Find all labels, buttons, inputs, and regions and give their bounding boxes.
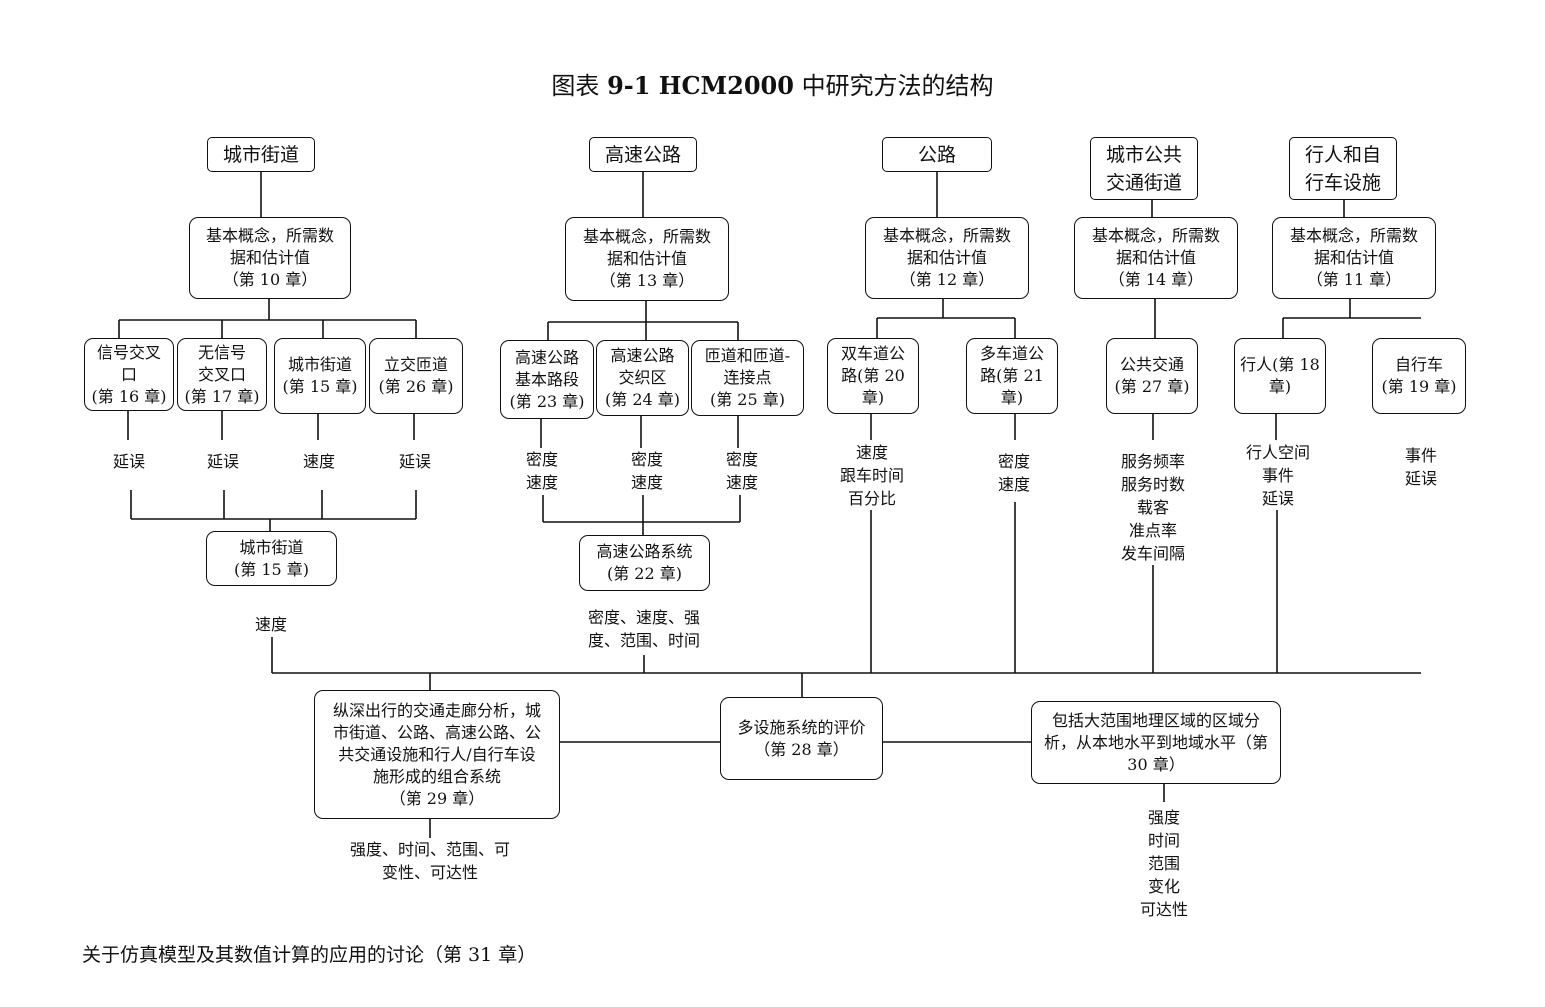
box-transit: 城市公共 交通街道	[1090, 137, 1198, 200]
label-freeway-system-measures: 密度、速度、强 度、范围、时间	[574, 606, 714, 652]
title-figure-number: 9-1 HCM2000	[607, 71, 794, 100]
label-urban-system-measures: 速度	[240, 613, 302, 636]
box-freeways: 高速公路	[589, 137, 697, 172]
label-interchange-measures: 延误	[384, 450, 446, 473]
diagram-title: 图表 9-1 HCM2000 中研究方法的结构	[551, 71, 994, 100]
label-weaving-measures: 密度 速度	[616, 448, 678, 494]
box-urban-street-system: 城市街道 (第 15 章)	[206, 531, 337, 586]
box-corridor-analysis: 纵深出行的交通走廊分析，城 市街道、公路、高速公路、公 共交通设施和行人/自行车…	[314, 690, 560, 819]
box-concept-ch10: 基本概念，所需数 据和估计值 （第 10 章）	[189, 217, 351, 299]
label-corridor-measures: 强度、时间、范围、可 变性、可达性	[330, 838, 530, 884]
box-urban-streets: 城市街道	[207, 137, 315, 172]
box-bicycle-ch19: 自行车 (第 19 章)	[1372, 338, 1466, 414]
box-two-lane-highway: 双车道公 路(第 20 章)	[827, 338, 919, 414]
label-unsignal-measures: 延误	[192, 450, 254, 473]
label-urban-street-measures: 速度	[288, 450, 350, 473]
label-two-lane-measures: 速度 跟车时间 百分比	[826, 441, 918, 510]
box-interchange-ramp: 立交匝道 (第 26 章)	[369, 338, 463, 414]
label-ramps-measures: 密度 速度	[711, 448, 773, 494]
label-areawide-measures: 强度 时间 范围 变化 可达性	[1124, 806, 1204, 921]
box-highways: 公路	[882, 137, 992, 172]
label-basic-segment-measures: 密度 速度	[511, 448, 573, 494]
box-urban-street-ch15: 城市街道 (第 15 章)	[274, 338, 366, 414]
label-signal-measures: 延误	[98, 450, 160, 473]
label-pedestrian-measures: 行人空间 事件 延误	[1238, 441, 1318, 510]
box-concept-ch12: 基本概念，所需数 据和估计值 （第 12 章）	[865, 217, 1029, 299]
box-signalized-intersection: 信号交叉 口 (第 16 章)	[84, 338, 174, 411]
box-concept-ch13: 基本概念，所需数 据和估计值 （第 13 章）	[565, 217, 729, 301]
box-multi-facility: 多设施系统的评价 （第 28 章）	[720, 697, 883, 780]
label-multilane-measures: 密度 速度	[983, 450, 1045, 496]
label-bicycle-measures: 事件 延误	[1390, 444, 1452, 490]
box-ramps-junctions: 匝道和匝道- 连接点 (第 25 章)	[691, 340, 804, 416]
box-pedestrian-ch18: 行人(第 18 章)	[1234, 338, 1326, 414]
box-unsignalized-intersection: 无信号 交叉口 (第 17 章)	[177, 338, 267, 411]
box-freeway-weaving: 高速公路 交织区 (第 24 章)	[596, 340, 689, 416]
footer-note: 关于仿真模型及其数值计算的应用的讨论（第 31 章）	[82, 944, 537, 966]
box-freeway-system: 高速公路系统 (第 22 章)	[579, 535, 710, 591]
box-ped-bike: 行人和自 行车设施	[1289, 137, 1397, 200]
box-concept-ch14: 基本概念，所需数 据和估计值 （第 14 章）	[1074, 217, 1238, 299]
box-transit-ch27: 公共交通 (第 27 章)	[1106, 338, 1198, 414]
box-multilane-highway: 多车道公 路(第 21 章)	[966, 338, 1058, 414]
box-freeway-basic-segment: 高速公路 基本路段 (第 23 章)	[500, 340, 594, 419]
box-concept-ch11: 基本概念，所需数 据和估计值 （第 11 章）	[1272, 217, 1436, 299]
box-areawide-analysis: 包括大范围地理区域的区域分 析，从本地水平到地域水平（第 30 章）	[1031, 701, 1281, 784]
label-transit-measures: 服务频率 服务时数 载客 准点率 发车间隔	[1110, 450, 1196, 565]
